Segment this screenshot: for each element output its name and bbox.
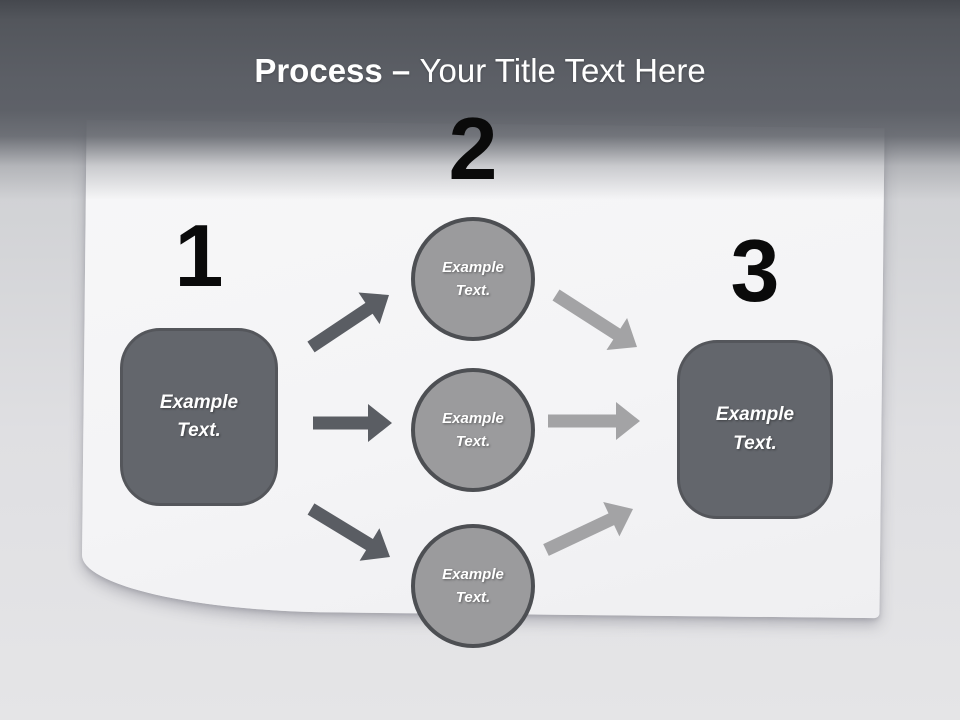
- step1-box: Example Text.: [120, 328, 278, 506]
- step-number-2: 2: [448, 99, 498, 198]
- step1-box-label: Example Text.: [159, 391, 239, 441]
- step2-circle-middle-label: Example Text.: [442, 409, 504, 450]
- slide-title-text: Your Title Text Here: [419, 52, 706, 89]
- step3-box-label: Example Text.: [715, 404, 795, 454]
- step2-circle-top-label: Example Text.: [442, 258, 504, 299]
- step2-circle-bottom: Example Text.: [411, 524, 535, 648]
- step2-circle-top: Example Text.: [411, 217, 535, 341]
- slide-title: Process –Your Title Text Here: [0, 52, 960, 90]
- step-number-3: 3: [730, 221, 780, 320]
- slide-title-emphasis: Process –: [254, 52, 411, 89]
- step2-circle-bottom-label: Example Text.: [442, 565, 504, 606]
- step2-circle-middle: Example Text.: [411, 368, 535, 492]
- step-number-1: 1: [174, 206, 224, 305]
- step3-box: Example Text.: [677, 340, 833, 519]
